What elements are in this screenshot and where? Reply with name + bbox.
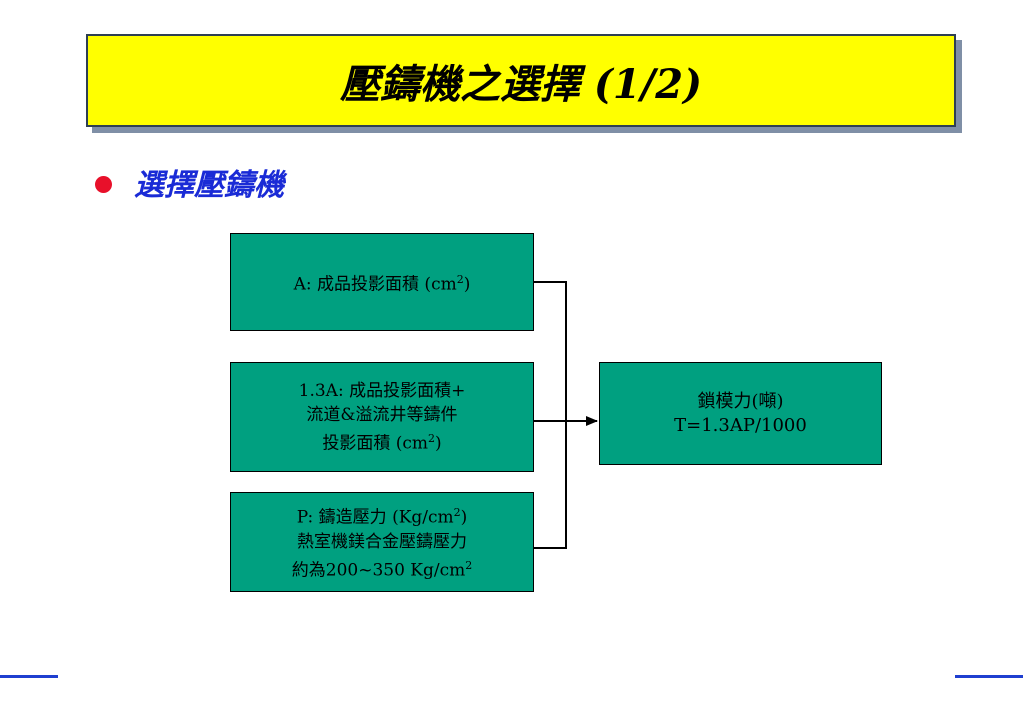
node-c-line-3: 約為200~350 Kg/cm2 — [291, 559, 473, 581]
node-projected-area: A: 成品投影面積 (cm2) — [230, 233, 534, 331]
node-clamping-force: 鎖模力(噸) T=1.3AP/1000 — [599, 362, 882, 465]
page-title: 壓鑄機之選擇 (1/2) — [339, 60, 703, 108]
footer-line-right — [955, 675, 1023, 678]
title-banner: 壓鑄機之選擇 (1/2) — [86, 34, 956, 127]
node-b-line-1: 1.3A: 成品投影面積+ — [298, 380, 466, 401]
node-total-projected-area: 1.3A: 成品投影面積+ 流道&溢流井等鑄件 投影面積 (cm2) — [230, 362, 534, 472]
connector-from-node-a — [534, 281, 567, 549]
footer-line-left — [0, 675, 58, 678]
node-b-line-2: 流道&溢流井等鑄件 — [306, 404, 458, 425]
node-casting-pressure: P: 鑄造壓力 (Kg/cm2) 熱室機鎂合金壓鑄壓力 約為200~350 Kg… — [230, 492, 534, 592]
node-d-line-2: T=1.3AP/1000 — [674, 414, 807, 436]
section-heading: 選擇壓鑄機 — [134, 168, 284, 203]
node-b-line-3: 投影面積 (cm2) — [322, 431, 442, 454]
node-c-line-1: P: 鑄造壓力 (Kg/cm2) — [296, 506, 468, 528]
node-c-line-2: 熱室機鎂合金壓鑄壓力 — [297, 532, 467, 552]
bullet-dot-icon — [95, 176, 112, 193]
node-a-line: A: 成品投影面積 (cm2) — [293, 272, 471, 295]
node-d-line-1: 鎖模力(噸) — [697, 390, 784, 412]
